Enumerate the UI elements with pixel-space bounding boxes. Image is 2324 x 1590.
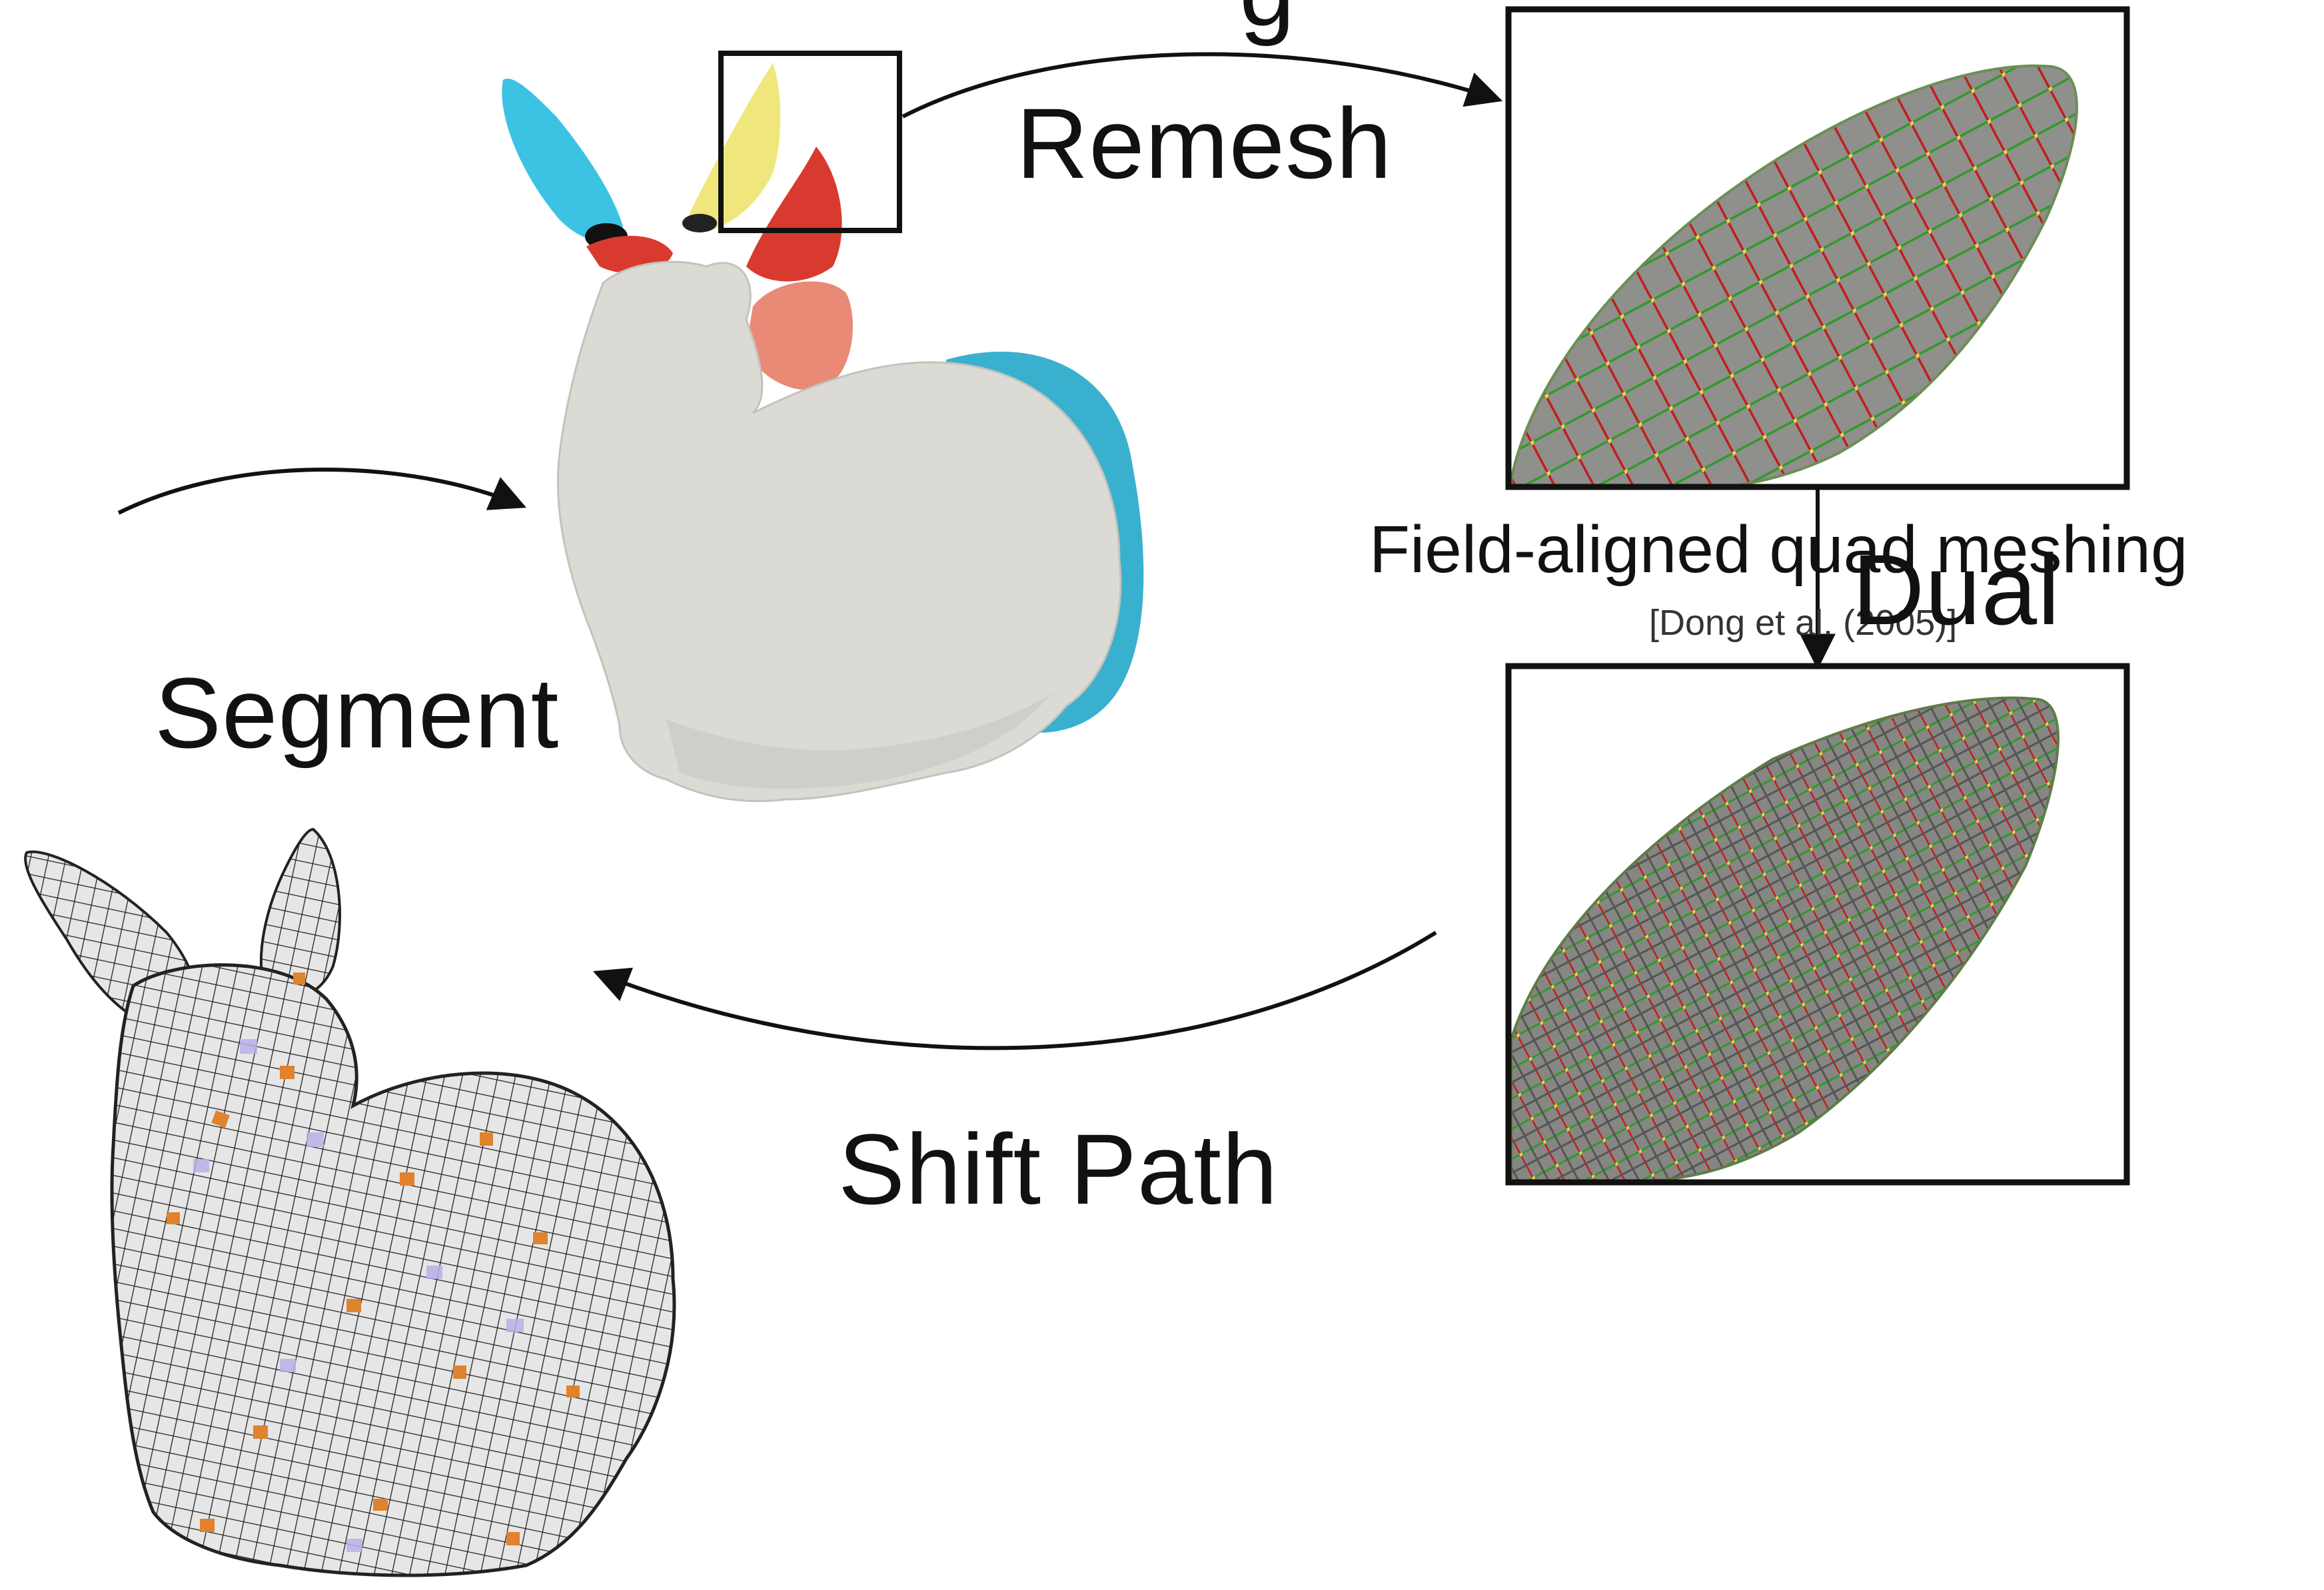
singularity-purple [280,1359,296,1372]
singularity-orange [400,1172,414,1186]
arrow-segment [119,470,523,513]
quad-meshed-bunny [25,829,674,1575]
singularity-orange [280,1066,294,1079]
singularity-orange [566,1386,580,1397]
ear-opening [682,214,717,232]
singularity-orange [253,1425,268,1439]
clipped-title-glyph: g [1239,0,1295,47]
singularity-purple [346,1539,362,1552]
ear-closeup-dual-mesh [1508,666,2127,1182]
singularity-purple [193,1159,209,1172]
singularity-orange [506,1532,520,1545]
singularity-orange [167,1212,180,1224]
ear-dual-surface [1511,698,2058,1182]
segment-label: Segment [155,663,559,763]
ear-mesh-surface [1511,66,2077,490]
singularity-orange [373,1499,388,1511]
singularity-orange [293,973,305,985]
singularity-orange [200,1519,215,1532]
singularity-purple [240,1039,257,1054]
singularity-purple [506,1319,524,1332]
singularity-orange [480,1132,493,1146]
remesh-label: Remesh [1016,93,1393,193]
final-body [112,965,674,1575]
singularity-orange [453,1366,466,1379]
field-aligned-label: Field-aligned quad meshing [1369,516,2188,583]
arrow-shift-path [596,933,1436,1048]
singularity-purple [306,1132,324,1147]
singularity-orange [346,1299,361,1312]
singularity-purple [426,1266,442,1279]
ear-segment-yellow [688,63,781,232]
shift-path-label: Shift Path [838,1119,1278,1219]
dual-label: Dual [1852,540,2061,639]
singularity-orange [533,1232,548,1244]
ear-closeup-quad-mesh [1508,9,2127,490]
ear-segment-cyan [502,79,623,240]
